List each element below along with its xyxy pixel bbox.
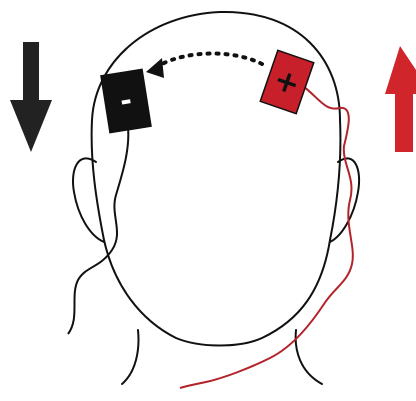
anode-wire bbox=[180, 84, 353, 388]
flow-arrowhead-icon bbox=[146, 58, 164, 78]
cathode-electrode: - bbox=[101, 69, 152, 133]
current-flow-path bbox=[146, 54, 262, 79]
anode-electrode: + bbox=[260, 50, 314, 113]
right-ear bbox=[330, 158, 359, 242]
cathode-wire bbox=[68, 128, 128, 334]
neck-right bbox=[296, 330, 322, 384]
down-arrow-icon bbox=[10, 42, 52, 152]
neck-left bbox=[122, 330, 138, 384]
up-arrow-icon bbox=[385, 46, 416, 152]
left-ear bbox=[73, 158, 104, 242]
